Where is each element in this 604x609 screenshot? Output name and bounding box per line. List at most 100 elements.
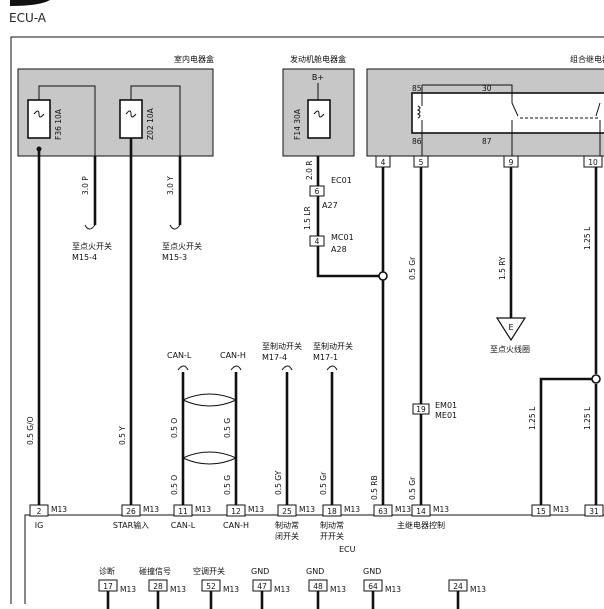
engine-box-header: 发动机舱电器盒 — [290, 54, 346, 64]
can-l-break — [177, 365, 189, 371]
ecu-pin-25: 25 — [282, 507, 292, 516]
a28-label: A28 — [331, 245, 347, 254]
ecu-bottom-pin-48: 48 — [313, 582, 323, 591]
ecu-pin-11-box — [173, 504, 193, 517]
mc01-label: MC01 — [331, 233, 354, 242]
bottom-label-gnd2: GND — [306, 567, 324, 576]
ecu-bottom-pin-28: 28 — [153, 582, 163, 591]
logo-mark — [10, 0, 50, 6]
ecu-bottom-pin-47: 47 — [257, 582, 267, 591]
brk2-target-b: M17-1 — [313, 353, 338, 362]
pin-5-label: 5 — [419, 158, 424, 167]
wire-l-branch — [539, 377, 592, 505]
pin-10-label: 10 — [588, 158, 598, 167]
ecu-bottom-pin-64: 64 — [368, 582, 378, 591]
ign-coil-target: 至点火线圈 — [490, 344, 530, 354]
target-m154-b: M15-4 — [72, 253, 97, 262]
wire-gy-label: 0.5 GY — [274, 470, 283, 495]
fuse-f14-label: F14 30A — [293, 108, 302, 140]
target-m153-b: M15-3 — [162, 253, 187, 262]
ecu-conn-m13: M13 — [51, 505, 67, 514]
brk2-target-a: 至制动开关 — [313, 341, 353, 351]
bplus-label: B+ — [312, 73, 324, 82]
ecu-pin-25-box — [277, 504, 297, 517]
ecu-bottom-pin-17: 17 — [103, 582, 113, 591]
ecu-bottom-conn-m13: M13 — [385, 585, 401, 594]
ecu-bottom-pin-24: 24 — [453, 582, 463, 591]
fuse-f36-symbol — [33, 110, 45, 118]
ecu-bottom-conn-m13: M13 — [120, 585, 136, 594]
junction-276 — [378, 271, 388, 281]
relay-switch-contact — [511, 102, 519, 156]
brk1-target-a: 至制动开关 — [262, 341, 302, 351]
ecu-pin-14: 14 — [416, 507, 426, 516]
ecu-pin-26: 26 — [126, 507, 136, 516]
wire-can-h-label-1: 0.5 G — [223, 418, 232, 438]
ecu-name: ECU — [339, 545, 356, 554]
ec01-pin-box — [309, 185, 325, 197]
e-symbol: E — [508, 323, 513, 332]
bottom-label-gnd1: GND — [251, 567, 269, 576]
wire-ry-label: 1.5 RY — [498, 256, 507, 280]
bottom-label-crash: 碰撞信号 — [139, 566, 171, 576]
a27-label: A27 — [322, 201, 338, 210]
ecu-bottom-conn-m13: M13 — [223, 585, 239, 594]
wire-rb-label: 0.5 RB — [370, 475, 379, 500]
diagram-title: ECU-A — [9, 11, 47, 25]
wire-can-h-label-2: 0.5 G — [223, 475, 232, 495]
relay-pin-86: 86 — [412, 137, 422, 146]
ecu-bottom-pin-52: 52 — [206, 582, 216, 591]
wire-can-l-label-1: 0.5 O — [170, 418, 179, 438]
can-h-target: CAN-H — [220, 351, 246, 360]
em01-pin: 19 — [416, 405, 426, 414]
wire-y-label: 0.5 Y — [118, 426, 127, 445]
fuse-f36 — [27, 99, 51, 139]
ecu-pin-12-function: CAN-H — [223, 521, 249, 530]
ecu-pin-11: 11 — [178, 507, 188, 516]
fuse-z02-label: Z02 10A — [146, 107, 155, 140]
ecu-pin-2: 2 — [37, 507, 42, 516]
wire-gr-label-1: 0.5 Gr — [408, 256, 417, 280]
z02-internal-wire — [130, 85, 181, 156]
fuse-f14 — [307, 99, 331, 139]
em01-label: EM01 — [435, 401, 457, 410]
ecu-conn-m13: M13 — [299, 505, 315, 514]
mc01-pin: 4 — [315, 237, 320, 246]
ecu-pin-18-function: 制动常 — [320, 520, 344, 530]
wire-gio-label: 0.5 G/O — [26, 416, 35, 445]
pin-4-label: 4 — [381, 158, 386, 167]
wire-gr-label-2: 0.5 Gr — [408, 476, 417, 500]
fuse-z02-symbol — [125, 110, 137, 118]
ecu-pin-63: 63 — [378, 507, 388, 516]
ecu-pin-18-box — [322, 504, 342, 517]
junction-379 — [591, 374, 601, 384]
ecu-pin-18: 18 — [327, 507, 337, 516]
wire-engine-main — [316, 156, 383, 278]
bottom-label-gnd3: GND — [363, 567, 381, 576]
ecu-pin-14-box — [411, 504, 431, 517]
ecu-bottom-conn-m13: M13 — [170, 585, 186, 594]
relay-pin-30: 30 — [482, 84, 492, 93]
pin-9-label: 9 — [509, 158, 514, 167]
ecu-conn-m13: M13 — [553, 505, 569, 514]
ec01-pin: 6 — [315, 187, 320, 196]
wire-3y-break — [169, 224, 181, 230]
ground-triangle — [495, 317, 527, 342]
ec01-label: EC01 — [331, 176, 352, 185]
wire-l-label-1: 1.25 L — [583, 226, 592, 250]
wire-2r-label: 2.0 R — [305, 160, 314, 180]
pin-10-box — [583, 155, 603, 168]
brk1-target-b: M17-4 — [262, 353, 287, 362]
wire-l-label-3: 1.25 L — [583, 406, 592, 430]
ecu-conn-m13: M13 — [143, 505, 159, 514]
ecu-conn-m13: M13 — [248, 505, 264, 514]
ecu-pin-2-function: IG — [35, 521, 44, 530]
outer-frame — [10, 36, 604, 604]
brk2-break — [326, 365, 338, 371]
target-m153-a: 至点火开关 — [162, 241, 202, 251]
can-twist-2 — [181, 451, 238, 465]
wire-15lr-label: 1.5 LR — [303, 206, 312, 230]
